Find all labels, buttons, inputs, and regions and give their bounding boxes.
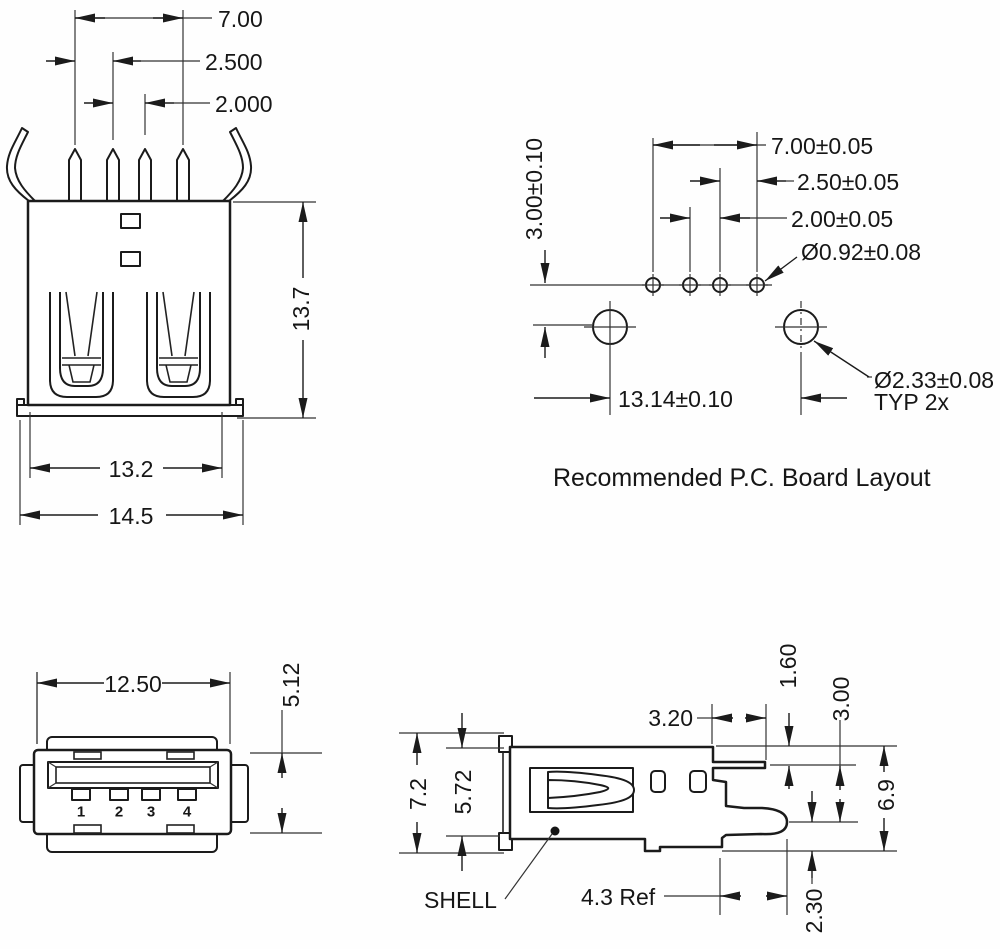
front-latch-tab bbox=[73, 824, 102, 834]
dim-label-shell-height: 5.72 bbox=[450, 770, 476, 815]
dim-label-pin-span: 7.00 bbox=[218, 6, 263, 32]
rear-slot-lower bbox=[120, 251, 141, 267]
shell-callout-dot bbox=[550, 826, 560, 836]
front-tongue-slot bbox=[47, 761, 219, 789]
pin-hole-row bbox=[642, 274, 768, 296]
dim-label-depth: 6.9 bbox=[873, 779, 899, 811]
dim-label-body-width: 13.2 bbox=[109, 456, 154, 482]
dim-label-hole-span: 7.00±0.05 bbox=[771, 133, 873, 159]
side-view: SHELL 7.2 5.72 3.20 1.60 3.00 6.9 bbox=[399, 644, 899, 934]
side-window-2 bbox=[689, 770, 707, 793]
dim-label-peg-offset: 3.00 bbox=[828, 677, 854, 722]
dim-label-total-height: 7.2 bbox=[405, 778, 431, 810]
front-contact-4 bbox=[177, 788, 197, 801]
front-contact-3 bbox=[141, 788, 161, 801]
dim-label-pitch-inner: 2.000 bbox=[215, 91, 273, 117]
dim-label-mount-hole-dia: Ø2.33±0.08 bbox=[874, 367, 994, 393]
dim-label-peg-length: 4.3 Ref bbox=[581, 884, 656, 910]
pin-2 bbox=[106, 148, 120, 201]
mounting-clip-left-icon bbox=[5, 127, 36, 202]
dim-label-front-height: 5.12 bbox=[278, 663, 304, 708]
dim-label-flange-width: 14.5 bbox=[109, 503, 154, 529]
pin-number-3: 3 bbox=[147, 804, 155, 821]
rear-flange-tab-right bbox=[235, 398, 244, 406]
pin-1 bbox=[68, 148, 82, 201]
pin-3 bbox=[138, 148, 152, 201]
rear-view: 7.00 2.500 2.000 13.7 13.2 14.5 bbox=[5, 6, 316, 744]
front-contact-1 bbox=[71, 788, 91, 801]
pin-number-1: 1 bbox=[77, 804, 85, 821]
pcb-layout-view: 7.00±0.05 2.50±0.05 2.00±0.05 Ø0.92±0.08… bbox=[521, 132, 994, 492]
rear-slot-upper bbox=[120, 213, 141, 229]
dim-label-peg-drop: 2.30 bbox=[801, 889, 827, 934]
dim-label-row-offset: 3.00±0.10 bbox=[521, 138, 547, 240]
mounting-hole-right bbox=[775, 301, 827, 353]
front-latch-tab bbox=[166, 751, 195, 760]
front-contact-2 bbox=[109, 788, 129, 801]
rear-flange-tab-left bbox=[16, 398, 25, 406]
mounting-hole-left bbox=[584, 301, 636, 353]
dim-label-mount-spacing: 13.14±0.10 bbox=[618, 386, 733, 412]
pin-4 bbox=[176, 148, 190, 201]
dim-label-pitch-outer: 2.500 bbox=[205, 49, 263, 75]
side-latch-slot bbox=[547, 779, 610, 799]
dim-label-hole-pitch-inner: 2.00±0.05 bbox=[791, 206, 893, 232]
dim-label-pin-length: 3.20 bbox=[648, 705, 693, 731]
pcb-layout-caption: Recommended P.C. Board Layout bbox=[553, 464, 931, 492]
rear-body-outline bbox=[26, 199, 232, 407]
dim-label-hole-pitch-outer: 2.50±0.05 bbox=[797, 169, 899, 195]
dim-label-mount-hole-qty: TYP 2x bbox=[874, 389, 949, 415]
front-tongue-inner bbox=[55, 766, 211, 784]
contact-spring-left bbox=[49, 291, 114, 398]
pin-number-2: 2 bbox=[115, 804, 123, 821]
mounting-clip-right-icon bbox=[222, 127, 253, 202]
side-window-1 bbox=[650, 770, 666, 793]
contact-spring-right bbox=[146, 291, 211, 398]
front-latch-tab bbox=[166, 824, 195, 834]
front-latch-tab bbox=[73, 751, 102, 760]
pin-number-4: 4 bbox=[183, 804, 192, 821]
dim-label-pin-offset: 1.60 bbox=[775, 644, 801, 689]
dim-label-height: 13.7 bbox=[288, 287, 314, 332]
dim-label-front-width: 12.50 bbox=[104, 671, 162, 697]
front-view: 1 2 3 4 12.50 5.12 bbox=[19, 663, 322, 853]
shell-label: SHELL bbox=[424, 887, 497, 913]
rear-flange bbox=[16, 404, 244, 417]
dim-label-pin-hole-dia: Ø0.92±0.08 bbox=[801, 239, 921, 265]
